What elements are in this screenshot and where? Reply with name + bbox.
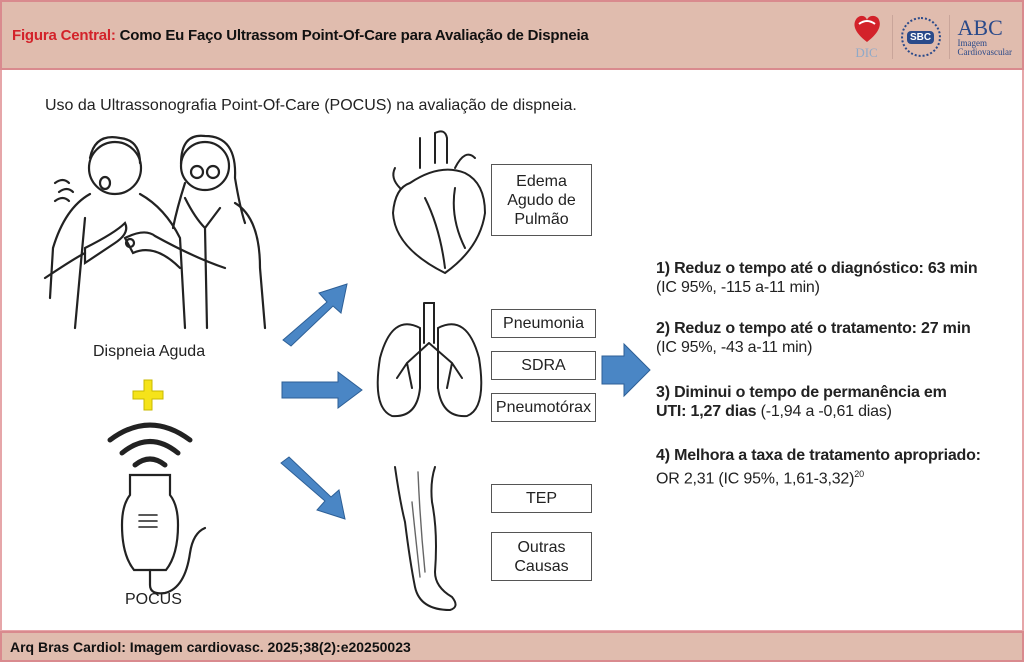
lungs-illustration xyxy=(376,302,483,418)
arrow-right-icon xyxy=(281,371,363,409)
logos: DIC SBC ABC Imagem Cardiovascular xyxy=(850,10,1012,64)
result-4: 4) Melhora a taxa de tratamento apropria… xyxy=(656,447,981,488)
arrow-up-right-icon xyxy=(282,283,348,347)
diagnosis-box-pneumotorax: Pneumotórax xyxy=(491,393,596,422)
header-banner: Figura Central: Como Eu Faço Ultrassom P… xyxy=(0,0,1024,70)
citation-text: Arq Bras Cardiol: Imagem cardiovasc. 202… xyxy=(10,639,411,655)
heart-illustration xyxy=(391,130,487,275)
diagnosis-box-edema: Edema Agudo de Pulmão xyxy=(491,164,592,236)
diagnosis-box-pneumonia: Pneumonia xyxy=(491,309,596,338)
ultrasound-probe-illustration xyxy=(107,422,207,595)
big-arrow-right-icon xyxy=(601,342,651,398)
arrow-down-right-icon xyxy=(280,456,346,520)
title-prefix: Figura Central: xyxy=(12,27,116,44)
result-1: 1) Reduz o tempo até o diagnóstico: 63 m… xyxy=(656,260,978,296)
leg-veins-illustration xyxy=(394,466,457,612)
title-text: Como Eu Faço Ultrassom Point-Of-Care par… xyxy=(119,27,589,44)
device-label: POCUS xyxy=(125,591,182,608)
patient-label: Dispneia Aguda xyxy=(93,343,206,360)
patient-doctor-illustration xyxy=(43,134,267,330)
abc-logo: ABC Imagem Cardiovascular xyxy=(957,15,1012,57)
diagnosis-box-outras-causas: Outras Causas xyxy=(491,532,592,581)
dic-logo: DIC xyxy=(850,12,884,62)
result-2: 2) Reduz o tempo até o tratamento: 27 mi… xyxy=(656,320,971,356)
sbc-logo: SBC xyxy=(900,17,941,57)
diagnosis-box-sdra: SDRA xyxy=(491,351,596,380)
diagnosis-box-tep: TEP xyxy=(491,484,592,513)
plus-icon xyxy=(132,379,164,411)
figure-title: Figura Central: Como Eu Faço Ultrassom P… xyxy=(12,27,589,44)
citation-footer: Arq Bras Cardiol: Imagem cardiovasc. 202… xyxy=(0,631,1024,662)
subtitle: Uso da Ultrassonografia Point-Of-Care (P… xyxy=(45,97,577,114)
